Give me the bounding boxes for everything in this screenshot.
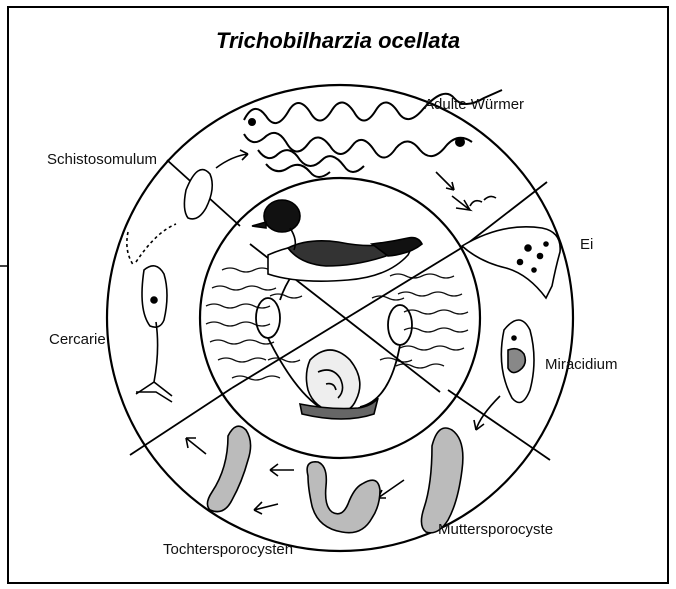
mother-sporocyst-illustration <box>378 428 463 533</box>
divider-lower-left <box>130 388 232 455</box>
cercaria-illustration <box>136 266 172 402</box>
duck-icon <box>252 200 422 281</box>
snail-icon <box>300 350 378 419</box>
egg-arrows <box>436 172 496 210</box>
page-border <box>8 7 668 583</box>
daughter-sporocysts-illustration <box>186 426 380 533</box>
label-adult-worms: Adulte Würmer <box>424 96 524 113</box>
label-daughter-sporocysts: Tochtersporocysten <box>163 541 293 558</box>
diagram-title: Trichobilharzia ocellata <box>0 28 676 54</box>
label-egg: Ei <box>580 236 593 253</box>
divider-lower-right <box>448 390 550 460</box>
label-mother-sporocyst: Muttersporocyste <box>438 521 553 538</box>
label-miracidium: Miracidium <box>545 356 618 373</box>
label-cercaria: Cercarie <box>49 331 106 348</box>
label-schistosomulum: Schistosomulum <box>47 151 157 168</box>
